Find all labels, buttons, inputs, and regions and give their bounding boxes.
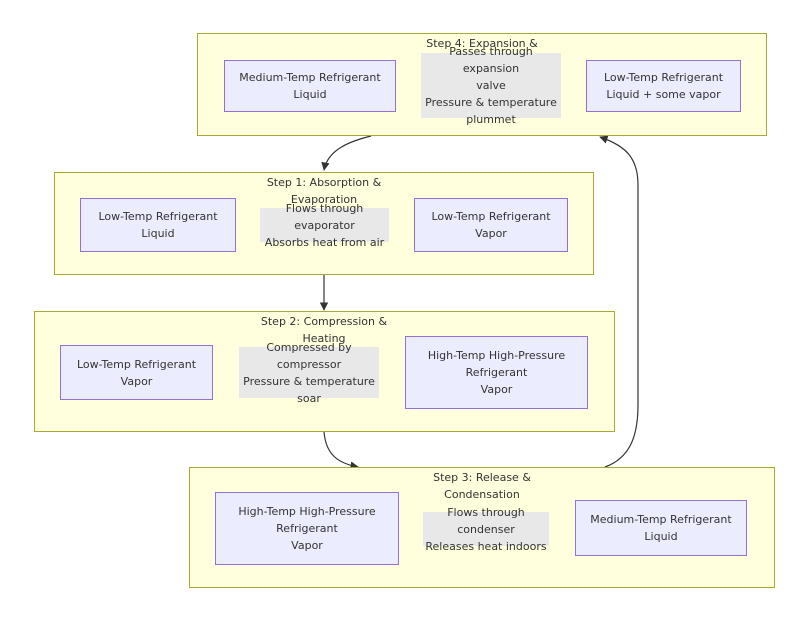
title-line: Step 4: Expansion &	[426, 37, 538, 50]
edge-label-line: Absorbs heat from air	[264, 235, 385, 249]
node-text-line: Refrigerant	[465, 366, 528, 379]
node-text-line: Low-Temp Refrigerant	[603, 71, 724, 84]
edge-label-line: plummet	[466, 113, 516, 126]
node-step1-low-temp-liquid: Low-Temp Refrigerant Liquid	[80, 198, 236, 252]
title-line: Step 2: Compression &	[260, 315, 388, 328]
edge-step2-to-step3	[323, 431, 359, 470]
node-text-line: Low-Temp Refrigerant	[76, 357, 197, 371]
node-text-line: Refrigerant	[276, 522, 338, 535]
edge-label-line: Passes through expansion	[449, 45, 533, 75]
edge-label-line: Flows through evaporator	[285, 201, 364, 232]
edge-label-line: Flows through condenser	[447, 505, 525, 536]
title-line: Heating	[302, 332, 346, 345]
title-line: Step 1: Absorption &	[266, 176, 382, 189]
edge-label-step3: Flows through condenser Releases heat in…	[423, 506, 549, 553]
node-text-line: Vapor	[480, 383, 513, 396]
edge-label-line: soar	[297, 391, 321, 405]
title-line: Condensation	[444, 488, 520, 501]
node-text-line: Liquid + some vapor	[606, 88, 721, 101]
title-line: Evaporation	[290, 193, 358, 206]
node-step2-high-temp-high-pressure-vapor: High-Temp High-Pressure Refrigerant Vapo…	[405, 336, 588, 409]
edge-label-line: valve	[476, 79, 506, 92]
edge-label-step4: Passes through expansion valve Pressure …	[421, 45, 561, 126]
edge-label-step1: Flows through evaporator Absorbs heat fr…	[260, 202, 389, 249]
edge-step4-to-step1	[321, 135, 372, 171]
node-text-line: Low-Temp Refrigerant	[98, 210, 218, 223]
node-text-line: High-Temp High-Pressure	[238, 505, 376, 518]
cluster-step1-title: Step 1: Absorption & Evaporation	[239, 174, 409, 208]
node-text-line: Medium-Temp Refrigerant	[590, 513, 732, 526]
edge-label-line: Compressed by compressor	[266, 340, 352, 371]
edge-label-line: Releases heat indoors	[425, 539, 547, 553]
edge-label-line: Pressure & temperature	[243, 374, 375, 388]
node-step3-high-temp-high-pressure-vapor: High-Temp High-Pressure Refrigerant Vapo…	[215, 492, 399, 565]
node-step4-low-temp-liquid-vapor: Low-Temp Refrigerant Liquid + some vapor	[586, 60, 741, 112]
edge-label-line: Pressure & temperature	[425, 96, 557, 109]
node-text-line: Vapor	[291, 539, 323, 552]
node-text-line: Medium-Temp Refrigerant	[239, 71, 381, 84]
node-text-line: Vapor	[475, 227, 507, 240]
node-text-line: Low-Temp Refrigerant	[431, 210, 551, 223]
node-text-line: Vapor	[120, 374, 153, 388]
node-step3-medium-temp-liquid: Medium-Temp Refrigerant Liquid	[575, 500, 747, 556]
node-step1-low-temp-vapor: Low-Temp Refrigerant Vapor	[414, 198, 568, 252]
title-line: Step 3: Release &	[433, 471, 531, 484]
node-step2-low-temp-vapor: Low-Temp Refrigerant Vapor	[60, 345, 213, 400]
node-step4-medium-temp-liquid: Medium-Temp Refrigerant Liquid	[224, 60, 396, 112]
node-text-line: High-Temp High-Pressure	[427, 349, 566, 362]
node-text-line: Liquid	[644, 530, 678, 543]
edge-label-step2: Compressed by compressor Pressure & temp…	[239, 341, 379, 405]
cluster-step3-title: Step 3: Release & Condensation	[397, 469, 567, 503]
node-text-line: Liquid	[293, 88, 327, 101]
cluster-step2-title: Step 2: Compression & Heating	[239, 313, 409, 347]
node-text-line: Liquid	[141, 227, 175, 240]
edge-step3-to-step4	[599, 135, 639, 468]
cluster-step4-title: Step 4: Expansion &	[397, 35, 567, 52]
